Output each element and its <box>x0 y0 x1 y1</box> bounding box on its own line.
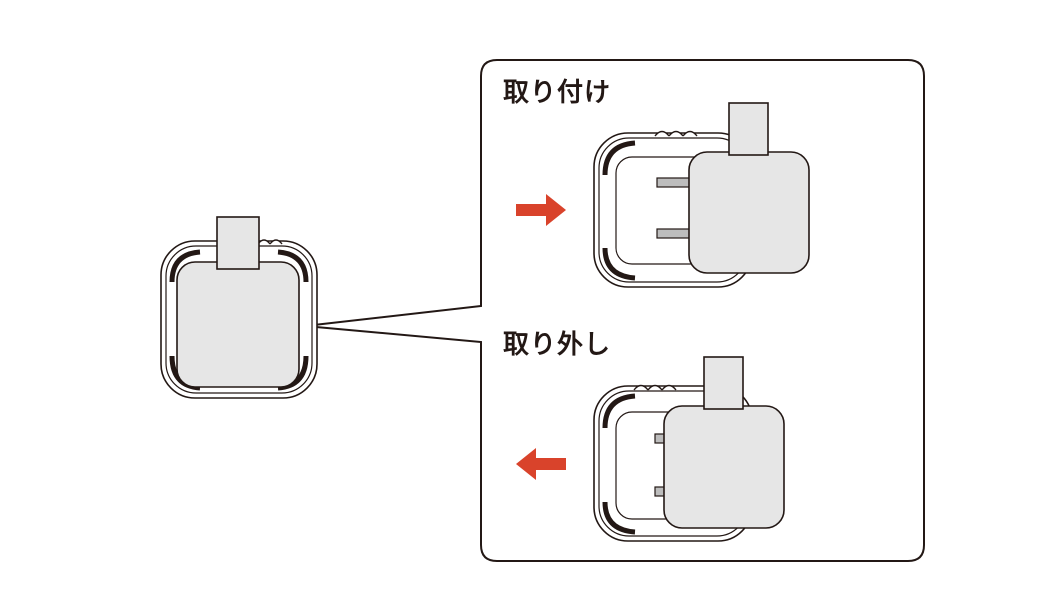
detach-label: 取り外し <box>503 330 612 360</box>
attach-illustration <box>516 102 810 288</box>
arrow-left-icon <box>516 448 566 480</box>
main-device <box>160 216 318 399</box>
detach-illustration <box>516 356 785 542</box>
arrow-right-icon <box>516 194 566 226</box>
attach-label: 取り付け <box>503 78 612 108</box>
